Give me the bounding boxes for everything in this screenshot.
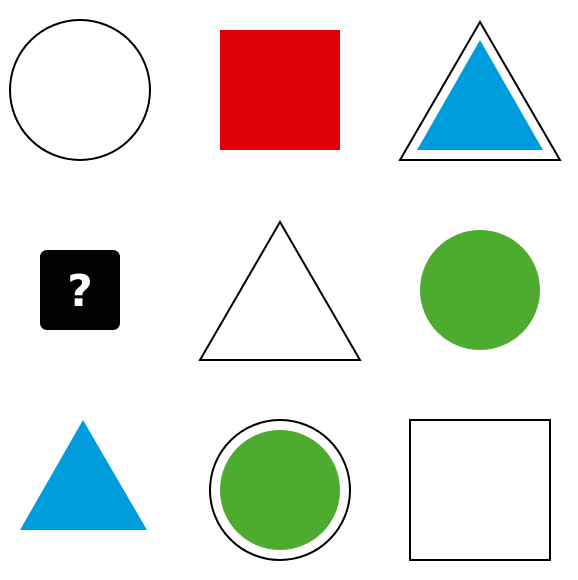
- cell-r2c2-outline-triangle: [198, 220, 362, 361]
- cell-r1c3-outer-triangle: [398, 20, 562, 161]
- cell-r2c3-green-circle: [420, 230, 540, 350]
- cell-r3c2-inner-green-circle: [220, 430, 340, 550]
- cell-r3c1-blue-triangle: [20, 420, 147, 530]
- question-tile-background: [40, 250, 120, 330]
- cell-r1c3-triangle-with-inner-triangle: [398, 20, 562, 161]
- cell-r3c2-circle-with-inner-circle: [209, 419, 351, 561]
- cell-r1c1-outline-circle: [9, 19, 151, 161]
- question-mark-icon: ?: [67, 266, 93, 317]
- cell-r3c2-outer-circle: [209, 419, 351, 561]
- cell-r1c2-red-square: [220, 30, 340, 150]
- cell-r2c1-question-tile: ?: [40, 250, 120, 330]
- cell-r1c3-inner-blue-triangle: [417, 40, 543, 150]
- cell-r3c3-outline-square: [409, 419, 551, 561]
